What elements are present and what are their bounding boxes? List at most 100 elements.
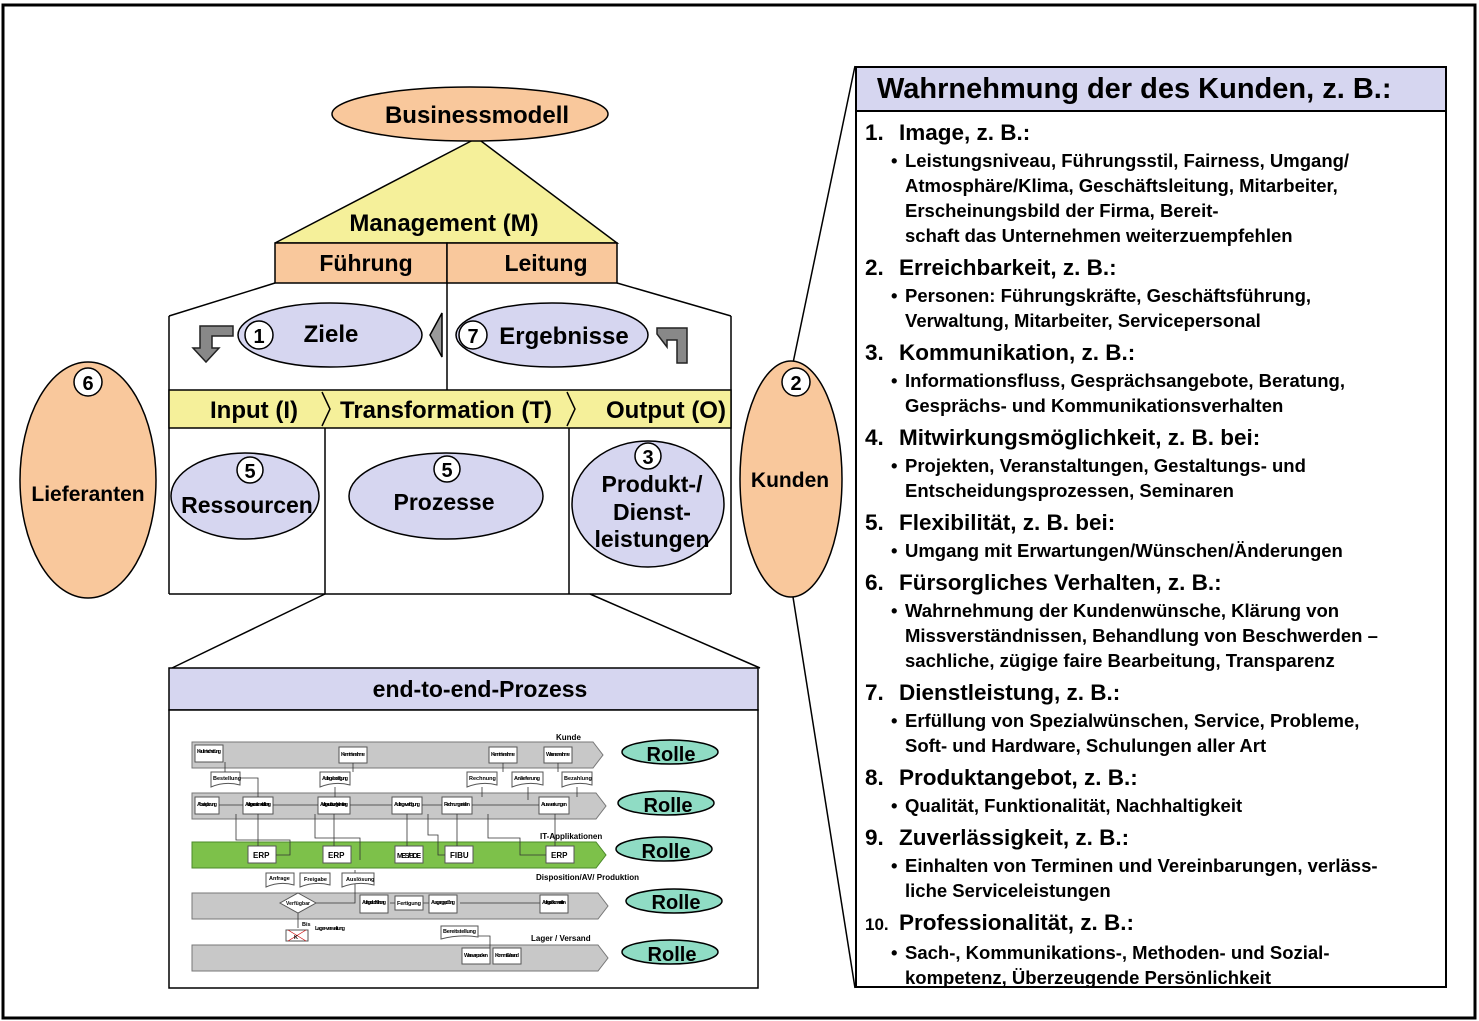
lane4-box-1: Ware ver- packen: [464, 953, 489, 959]
connector-line-top: [792, 65, 856, 364]
bullet: •: [891, 942, 898, 963]
e2e-title-box: [168, 667, 759, 711]
doc1-5: Bezahlung: [564, 776, 592, 782]
list-item: 2.Erreichbarkeit, z. B.: • Personen: Füh…: [865, 253, 1445, 333]
prozesse-ellipse: [348, 452, 544, 540]
lane2-box-5: Rechnung erstellen: [444, 802, 471, 808]
item-line: Erscheinungsbild der Firma, Bereit-: [905, 200, 1219, 221]
chevron-2: [566, 391, 576, 427]
lane4-boxes: Ware ver- packen Kommis/ Versand: [461, 947, 522, 965]
outer-frame: [1, 3, 1477, 1020]
item-heading: Zuverlässigkeit, z. B.:: [899, 825, 1130, 850]
leitung-box: [446, 242, 618, 284]
lane1-box-2: Kenntnis- nahme: [341, 752, 365, 758]
list-item: 7.Dienstleistung, z. B.: • Erfüllung von…: [865, 678, 1445, 758]
house-structure: [168, 137, 761, 669]
item-line: Informationsfluss, Gesprächsangebote, Be…: [905, 370, 1345, 391]
item-line: Entscheidungsprozessen, Seminaren: [905, 480, 1234, 501]
item-line: Umgang mit Erwartungen/Wünschen/Änderung…: [905, 540, 1343, 561]
list-item: 4.Mitwirkungsmöglichkeit, z. B. bei: • P…: [865, 423, 1445, 503]
chevron-1: [321, 391, 331, 427]
rolle-ellipse-2: [617, 790, 715, 816]
lager-label: Lager- verwaltung: [315, 926, 345, 932]
rolle-ellipse-5: [621, 939, 719, 965]
lager-question: Bis: [302, 922, 311, 928]
bullet: •: [891, 710, 898, 731]
lane3-box-2: Auftrags- durch- führung: [362, 900, 386, 906]
item-heading: Mitwirkungsmöglichkeit, z. B. bei:: [899, 425, 1261, 450]
businessmodell-ellipse: [331, 86, 609, 142]
rollen: Rolle Rolle Rolle Rolle Rolle: [615, 739, 723, 966]
ergebnisse-label: Ergebnisse: [499, 323, 628, 350]
perception-list: 1. Image, z. B.: • Leistungsniveau, Führu…: [857, 112, 1445, 990]
lane-5: [191, 944, 609, 972]
item-line: schaft das Unternehmen weiterzuempfehlen: [905, 225, 1293, 246]
doc2-3: Auslösung: [346, 877, 374, 883]
list-item: 10.Professionalität, z. B.: • Sach-, Kom…: [865, 908, 1445, 990]
item-line: Verwaltung, Mitarbeiter, Servicepersonal: [905, 310, 1261, 331]
item-number: 8.: [865, 765, 884, 790]
businessmodell-label: Businessmodell: [385, 102, 569, 129]
doc2-1: Anfrage: [269, 876, 290, 882]
item-line: Atmosphäre/Klima, Geschäftsleitung, Mita…: [905, 175, 1338, 196]
lieferanten-label: Lieferanten: [31, 483, 144, 506]
item-number: 1.: [865, 120, 884, 145]
list-item: 1.Image, z. B.: • Leistungsniveau, Führu…: [865, 118, 1445, 248]
item-number: 6.: [865, 570, 884, 595]
lane2-box-3: Auftrags- auslösung Verwaltung: [320, 802, 348, 808]
item-line: Leistungsniveau, Führungsstil, Fairness,…: [905, 150, 1350, 171]
item-number: 5.: [865, 510, 884, 535]
arrow-from-output-icon: [656, 327, 688, 364]
e2e-title: end-to-end-Prozess: [373, 676, 588, 702]
ergebnisse-number: 7: [467, 326, 478, 348]
lane3-box-5: Auftrags- dokumen- tation: [542, 900, 567, 906]
bullet: •: [891, 795, 898, 816]
ito-band: [168, 389, 732, 429]
item-number: 3.: [865, 340, 884, 365]
item-heading: Flexibilität, z. B. bei:: [899, 510, 1116, 535]
panel-title: Wahrnehmung der des Kunden, z. B.:: [857, 68, 1445, 112]
produkt-ellipse: [571, 440, 725, 568]
lieferanten-number-circle: [73, 367, 103, 397]
ziele-label: Ziele: [304, 321, 359, 348]
lane3-box-3: Fertigung: [397, 901, 421, 907]
rolle-label-4: Rolle: [652, 892, 701, 914]
item-line: Projekten, Veranstaltungen, Gestaltungs-…: [905, 455, 1306, 476]
lane1-box-1: Kaufent- scheidung: [197, 749, 221, 755]
output-label: Output (O): [606, 397, 726, 424]
it-boxes: ERP ERP MES/ BDE FIBU ERP: [247, 845, 575, 864]
rolle-label-3: Rolle: [642, 841, 691, 863]
item-heading: Erreichbarkeit, z. B.:: [899, 255, 1117, 280]
kunden-label: Kunden: [751, 469, 829, 492]
list-item: 9.Zuverlässigkeit, z. B.: • Einhalten vo…: [865, 823, 1445, 903]
item-line: Sach-, Kommunikations-, Methoden- und So…: [905, 942, 1330, 963]
doc1-3: Rechnung: [469, 776, 496, 782]
item-heading: Image, z. B.:: [899, 120, 1031, 145]
lager-answer: K: [294, 935, 298, 941]
item-heading: Professionalität, z. B.:: [899, 910, 1135, 935]
list-item: 3.Kommunikation, z. B.: • Informationsfl…: [865, 338, 1445, 418]
list-item: 6.Fürsorgliches Verhalten, z. B.: • Wahr…: [865, 568, 1445, 673]
ziele-ellipse: [237, 302, 423, 368]
rolle-ellipse-4: [625, 888, 723, 914]
lane3-boxes: Verfügbar Auftrags- durch- führung Ferti…: [278, 892, 569, 914]
it-box-2: ERP: [328, 851, 345, 860]
doc1-2: Auftrags- bestätigung: [322, 776, 348, 782]
it-box-3: MES/ BDE: [397, 853, 421, 860]
doc1-4: Anlieferung: [514, 776, 540, 782]
item-heading: Dienstleistung, z. B.:: [899, 680, 1121, 705]
ergebnisse-ellipse: [455, 302, 649, 368]
bullet: •: [891, 370, 898, 391]
lane4-box-2: Kommis/ Versand: [495, 953, 519, 959]
bullet: •: [891, 285, 898, 306]
bullet: •: [891, 855, 898, 876]
fuehrung-label: Führung: [319, 250, 412, 276]
item-heading: Fürsorgliches Verhalten, z. B.:: [899, 570, 1222, 595]
ergebnisse-number-circle: [458, 320, 488, 350]
input-label: Input (I): [210, 397, 298, 424]
bullet: •: [891, 455, 898, 476]
kunden-number-circle: [781, 367, 811, 397]
lane2-box-6: Auswert- ungen: [541, 802, 568, 808]
item-line: liche Serviceleistungen: [905, 880, 1111, 901]
